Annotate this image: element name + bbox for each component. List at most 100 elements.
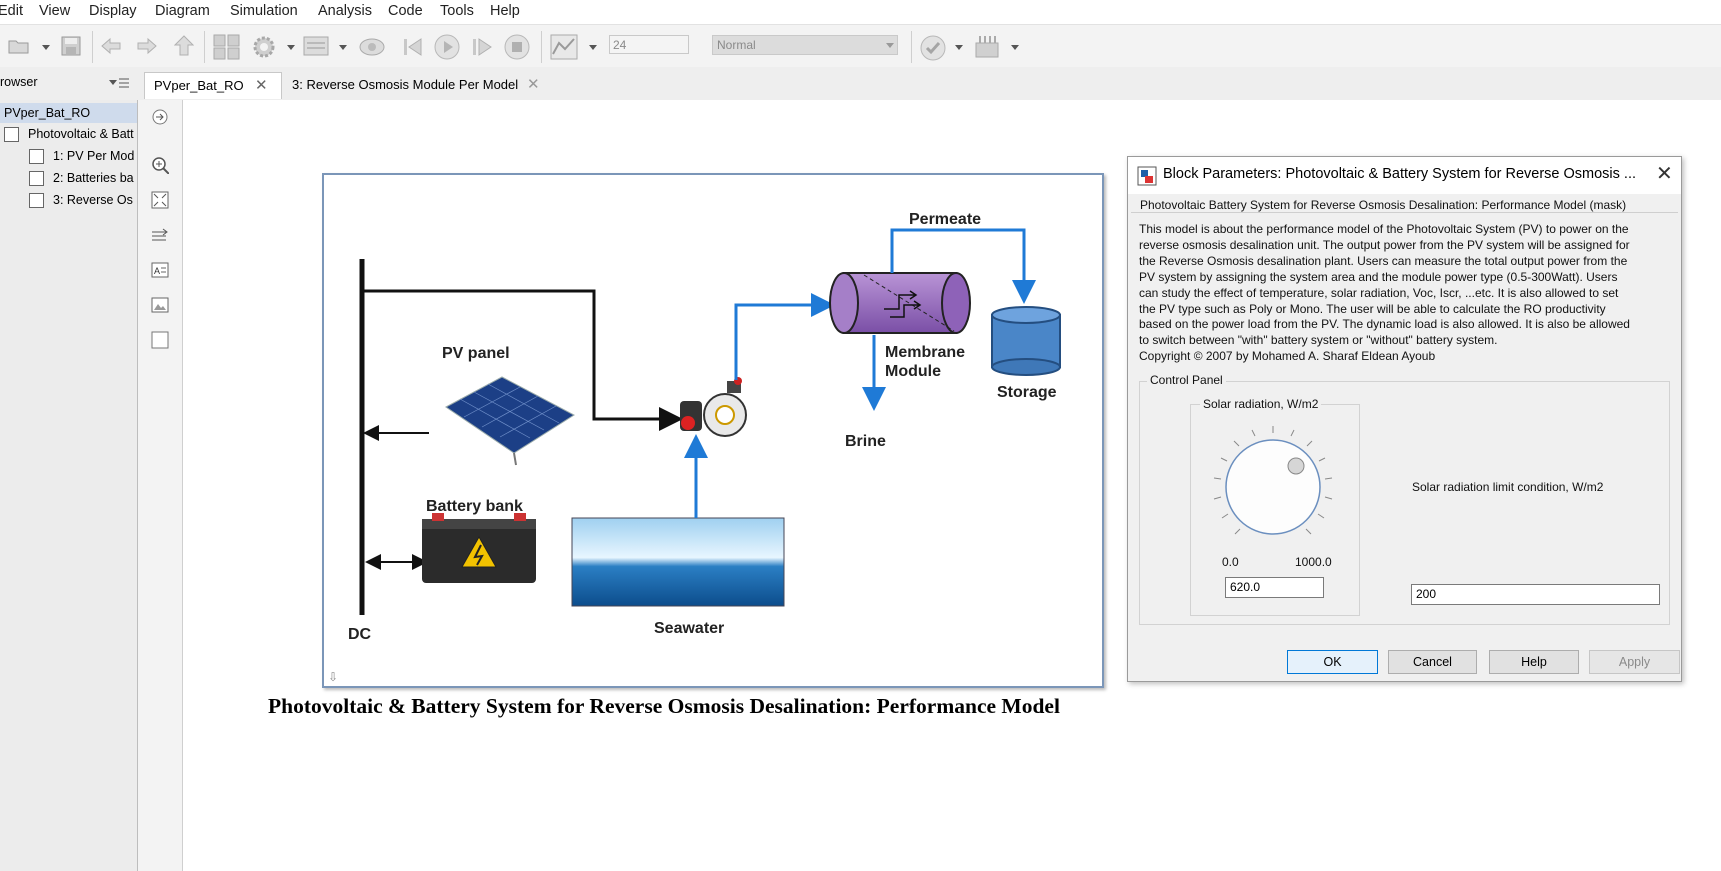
pump-graphic	[680, 377, 747, 437]
control-panel-group	[1139, 381, 1670, 625]
image-icon[interactable]	[151, 296, 169, 314]
help-button[interactable]: Help	[1489, 650, 1579, 674]
tree-item[interactable]: Photovoltaic & Batt	[3, 124, 137, 144]
resize-arrow-icon: ⇩	[328, 670, 338, 684]
membrane-label: Membrane	[885, 344, 965, 361]
back-arrow-icon[interactable]	[100, 37, 122, 55]
subsystem-icon	[29, 193, 44, 208]
menu-view[interactable]: View	[39, 3, 71, 19]
hardware-dropdown-icon[interactable]	[1011, 45, 1019, 50]
solar-radiation-input[interactable]: 620.0	[1225, 577, 1324, 598]
battery-graphic	[422, 513, 536, 583]
desalination-schematic: PV panel Battery bank DC Seawater Permea…	[328, 211, 1061, 684]
up-arrow-icon[interactable]	[174, 35, 194, 57]
dialog-title: Block Parameters: Photovoltaic & Battery…	[1163, 166, 1637, 182]
diagram-palette: A	[138, 100, 183, 871]
settings-gear-icon[interactable]	[252, 35, 276, 59]
dialog-title-bar[interactable]: Block Parameters: Photovoltaic & Battery…	[1128, 157, 1681, 194]
pv-panel-graphic	[445, 376, 575, 466]
module-label: Module	[885, 363, 941, 380]
close-tab-icon[interactable]: ✕	[255, 77, 268, 94]
dc-label: DC	[348, 626, 372, 643]
zoom-in-icon[interactable]	[151, 156, 169, 174]
tree-item[interactable]: 3: Reverse Os	[28, 190, 137, 210]
feed-flow	[734, 293, 835, 380]
check-dropdown-icon[interactable]	[955, 45, 963, 50]
tab-label: PVper_Bat_RO	[154, 78, 244, 93]
fit-to-view-icon[interactable]	[151, 191, 169, 209]
knob-dial	[1225, 439, 1321, 535]
mask-header: Photovoltaic Battery System for Reverse …	[1140, 198, 1627, 212]
svg-text:A: A	[154, 266, 160, 276]
block-parameters-dialog: Block Parameters: Photovoltaic & Battery…	[1127, 156, 1682, 682]
block-parameters-icon	[1137, 166, 1157, 186]
menu-bar: Edit View Display Diagram Simulation Ana…	[0, 0, 1721, 23]
simulation-mode-value: Normal	[717, 38, 756, 52]
open-dropdown-icon[interactable]	[42, 45, 50, 50]
knob-indicator	[1287, 457, 1305, 475]
menu-diagram[interactable]: Diagram	[155, 3, 210, 19]
brine-label: Brine	[845, 433, 886, 450]
stop-time-input[interactable]: 24	[609, 35, 689, 54]
open-folder-icon[interactable]	[8, 37, 30, 55]
forward-arrow-icon[interactable]	[136, 37, 158, 55]
save-icon[interactable]	[61, 36, 81, 56]
menu-edit[interactable]: Edit	[0, 3, 23, 19]
tree-item[interactable]: 2: Batteries ba	[28, 168, 137, 188]
route-lines-icon[interactable]	[151, 227, 169, 245]
knob-label: Solar radiation, W/m2	[1200, 397, 1322, 411]
mask-description: This model is about the performance mode…	[1139, 222, 1630, 364]
ok-button[interactable]: OK	[1287, 650, 1378, 674]
pv-panel-label: PV panel	[442, 345, 510, 362]
scope-dropdown-icon[interactable]	[589, 45, 597, 50]
hide-browser-icon[interactable]	[151, 108, 169, 126]
settings-dropdown-icon[interactable]	[287, 45, 295, 50]
limit-label: Solar radiation limit condition, W/m2	[1412, 480, 1604, 494]
hardware-icon[interactable]	[973, 34, 1001, 60]
check-icon[interactable]	[920, 35, 946, 61]
step-back-icon[interactable]	[401, 35, 425, 59]
menu-display[interactable]: Display	[89, 3, 137, 19]
tab-reverse-osmosis-module[interactable]: 3: Reverse Osmosis Module Per Model ✕	[283, 72, 547, 99]
menu-code[interactable]: Code	[388, 3, 423, 19]
tree-item[interactable]: 1: PV Per Mod	[28, 146, 137, 166]
area-icon[interactable]	[151, 331, 169, 349]
explorer-dropdown-icon[interactable]	[339, 45, 347, 50]
limit-input[interactable]: 200	[1411, 584, 1660, 605]
toolbar	[0, 24, 1721, 68]
tab-pvper-bat-ro[interactable]: PVper_Bat_RO ✕	[144, 72, 282, 99]
apply-button[interactable]: Apply	[1589, 650, 1680, 674]
solar-radiation-knob[interactable]	[1208, 422, 1338, 552]
stop-icon[interactable]	[504, 34, 530, 60]
subsystem-icon	[4, 127, 19, 142]
simulation-mode-select[interactable]: Normal	[712, 35, 898, 55]
tab-bar: rowser PVper_Bat_RO ✕ 3: Reverse Osmosis…	[0, 67, 1721, 101]
knob-min-label: 0.0	[1222, 555, 1239, 569]
storage-label: Storage	[997, 384, 1057, 401]
cancel-button[interactable]: Cancel	[1388, 650, 1477, 674]
close-icon[interactable]: ✕	[1656, 163, 1673, 185]
subsystem-icon	[29, 149, 44, 164]
library-browser-icon[interactable]	[213, 34, 241, 60]
menu-analysis[interactable]: Analysis	[318, 3, 372, 19]
model-explorer-icon[interactable]	[303, 36, 329, 56]
knob-max-label: 1000.0	[1295, 555, 1332, 569]
close-tab-icon[interactable]: ✕	[527, 76, 540, 93]
annotation-icon[interactable]: A	[151, 261, 169, 279]
step-forward-icon[interactable]	[470, 35, 494, 59]
permeate-label: Permeate	[909, 211, 981, 228]
menu-help[interactable]: Help	[490, 3, 520, 19]
record-icon[interactable]	[358, 36, 386, 58]
subsystem-icon	[29, 171, 44, 186]
permeate-flow	[890, 228, 1036, 304]
menu-tools[interactable]: Tools	[440, 3, 474, 19]
tab-label: 3: Reverse Osmosis Module Per Model	[292, 77, 519, 92]
menu-simulation[interactable]: Simulation	[230, 3, 298, 19]
tree-root[interactable]: PVper_Bat_RO	[0, 103, 137, 123]
run-icon[interactable]	[434, 34, 460, 60]
power-wire	[362, 289, 683, 431]
browser-menu-icon[interactable]	[108, 77, 130, 89]
scope-icon[interactable]	[550, 34, 578, 60]
subsystem-block-image[interactable]: PV panel Battery bank DC Seawater Permea…	[322, 173, 1104, 688]
model-browser: PVper_Bat_RO Photovoltaic & Batt 1: PV P…	[0, 100, 138, 871]
